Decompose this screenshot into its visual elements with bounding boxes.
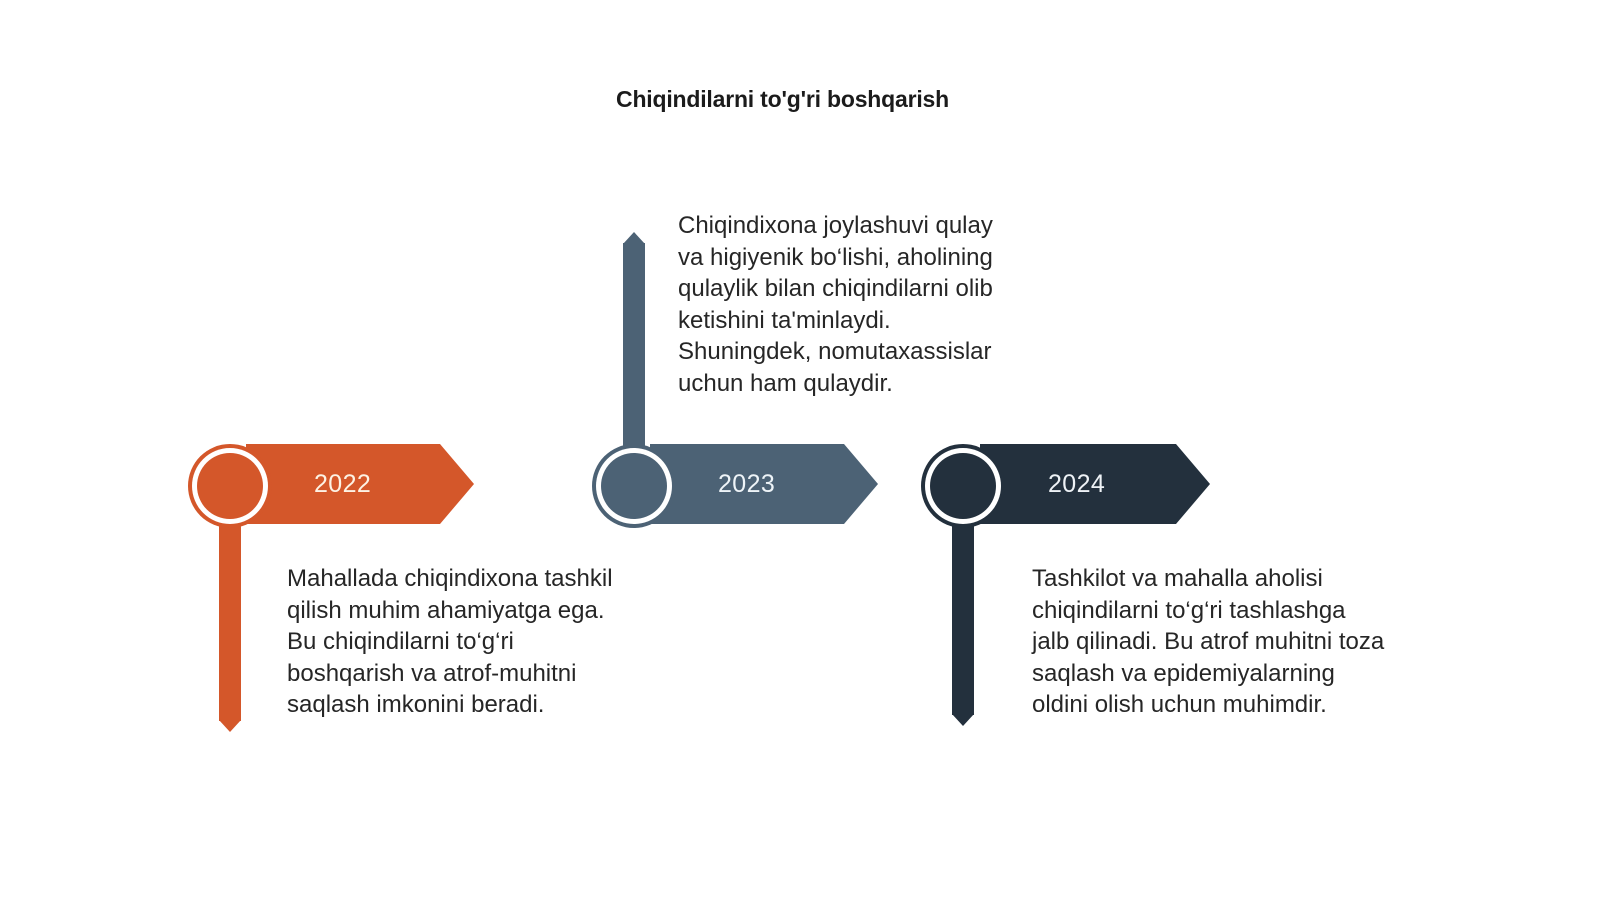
description-2024: Tashkilot va mahalla aholisi chiqindilar…: [1032, 565, 1385, 718]
year-banner-2022[interactable]: 2022: [246, 444, 474, 524]
year-label-2023: 2023: [718, 470, 776, 498]
stem-tip-2024: [952, 714, 974, 726]
marker-2024[interactable]: [921, 444, 1005, 528]
marker-dot-2022: [197, 453, 263, 519]
marker-dot-2023: [601, 453, 667, 519]
page-title: Chiqindilarni to'g'ri boshqarish: [616, 86, 949, 112]
stem-tip-2023: [623, 232, 645, 244]
marker-2022[interactable]: [188, 444, 272, 528]
stem-tip-2022: [219, 720, 241, 732]
stem-body-2023: [623, 243, 645, 454]
stem-2022: [219, 498, 241, 732]
stem-body-2024: [952, 498, 974, 715]
stem-2024: [952, 498, 974, 726]
description-2022: Mahallada chiqindixona tashkil qilish mu…: [287, 565, 613, 718]
marker-2023[interactable]: [592, 444, 676, 528]
year-banner-2024[interactable]: 2024: [980, 444, 1210, 524]
year-label-2022: 2022: [314, 470, 372, 498]
marker-dot-2024: [930, 453, 996, 519]
stem-2023: [623, 232, 645, 454]
year-banner-2023[interactable]: 2023: [650, 444, 878, 524]
stem-body-2022: [219, 498, 241, 721]
description-2023: Chiqindixona joylashuvi qulay va higiyen…: [678, 212, 993, 397]
year-label-2024: 2024: [1048, 470, 1106, 498]
